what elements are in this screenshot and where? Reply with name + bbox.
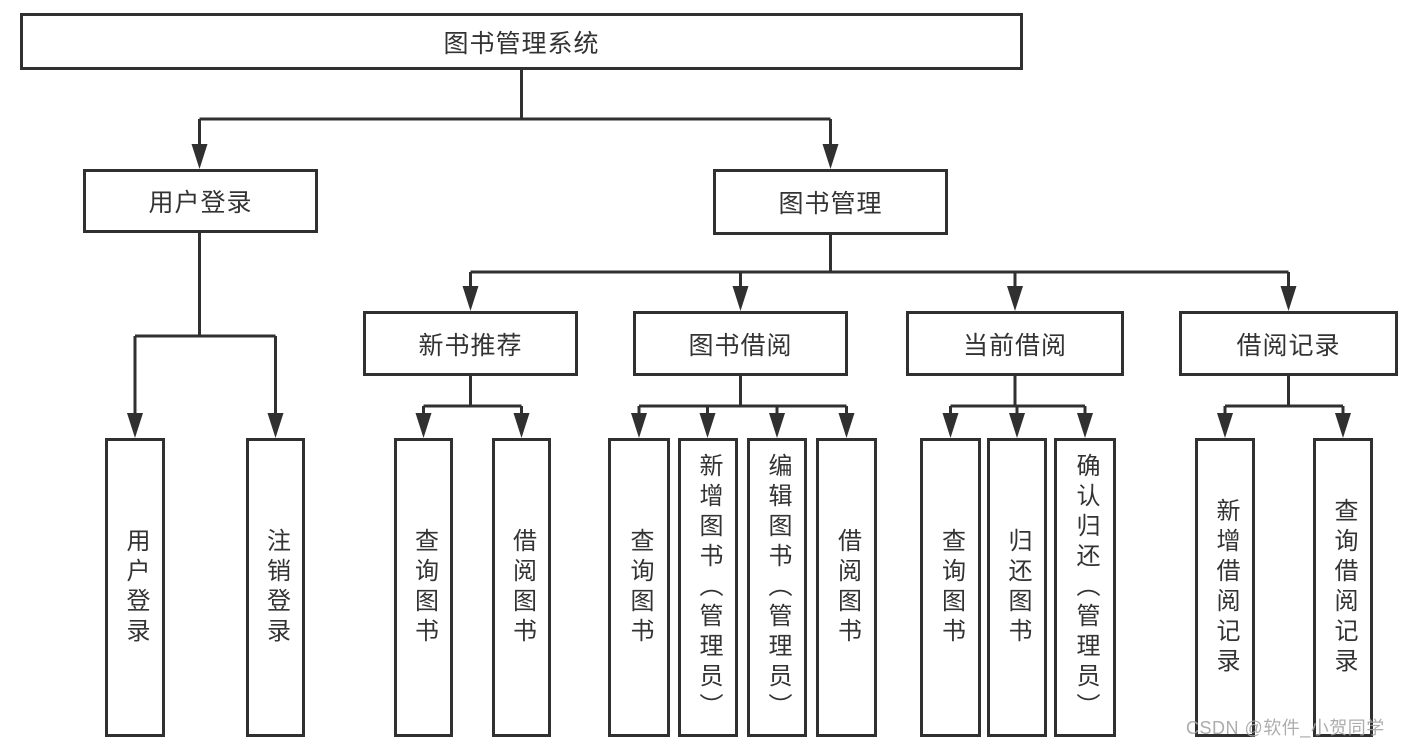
connector-book-management-children — [469, 235, 1290, 288]
arrowhead — [1007, 286, 1023, 311]
arrowheads-new-book-recommend-children — [415, 413, 530, 438]
arrowheads-borrow-records-children — [1217, 413, 1351, 438]
leaf-current-return-books: 归还图书 — [987, 438, 1047, 737]
arrowhead — [822, 144, 839, 169]
connector-current-borrow-children — [949, 376, 1087, 414]
arrowheads-user-login-children — [127, 413, 284, 438]
node-borrow-records: 借阅记录 — [1179, 311, 1398, 376]
leaf-current-confirm-return-admin: 确认归还（管理员） — [1054, 438, 1116, 737]
arrowhead — [1217, 413, 1233, 438]
leaf-borrow-borrow-books: 借阅图书 — [816, 438, 877, 737]
arrowhead — [462, 286, 479, 311]
arrowheads-book-management-children — [462, 286, 1297, 311]
leaf-borrow-edit-books-admin: 编辑图书（管理员） — [747, 438, 807, 737]
arrowhead — [415, 413, 432, 438]
leaf-logout-login: 注销登录 — [246, 438, 305, 737]
node-book-management: 图书管理 — [713, 169, 948, 235]
leaf-borrow-add-books-admin: 新增图书（管理员） — [678, 438, 738, 737]
node-library-management-system: 图书管理系统 — [20, 13, 1023, 70]
arrowhead — [127, 413, 143, 438]
arrowhead — [1280, 286, 1297, 311]
leaf-newrec-borrow-books: 借阅图书 — [492, 438, 551, 737]
arrowhead — [1335, 413, 1351, 438]
leaf-newrec-query-books: 查询图书 — [394, 438, 453, 737]
node-current-borrow: 当前借阅 — [906, 311, 1124, 376]
leaf-user-login: 用户登录 — [105, 438, 165, 737]
node-new-book-recommend: 新书推荐 — [363, 311, 578, 376]
node-book-borrow: 图书借阅 — [633, 311, 848, 376]
leaf-records-query-record: 查询借阅记录 — [1313, 438, 1373, 737]
connector-user-login-children — [133, 233, 277, 415]
arrowhead — [838, 413, 855, 438]
node-user-login: 用户登录 — [83, 169, 318, 233]
arrowhead — [513, 413, 530, 438]
arrowhead — [942, 413, 959, 438]
leaf-records-add-record: 新增借阅记录 — [1195, 438, 1255, 737]
arrowhead — [631, 413, 647, 438]
arrowhead — [267, 413, 284, 438]
arrowhead — [191, 144, 208, 169]
watermark: CSDN @软件_小贺同学 — [1186, 718, 1385, 738]
arrowhead — [769, 413, 785, 438]
connector-book-borrow-children — [637, 376, 848, 414]
leaf-borrow-query-books: 查询图书 — [608, 438, 670, 737]
leaf-current-query-books: 查询图书 — [920, 438, 981, 737]
arrowheads-root-branches — [191, 144, 839, 169]
arrowhead — [1009, 413, 1025, 438]
arrowheads-current-borrow-children — [942, 413, 1093, 438]
connector-new-book-recommend-children — [422, 376, 523, 414]
arrowheads-book-borrow-children — [631, 413, 855, 438]
arrowhead — [699, 413, 716, 438]
arrowhead — [732, 286, 749, 311]
arrowhead — [1077, 413, 1093, 438]
connector-borrow-records-children — [1223, 376, 1345, 414]
connector-root-branches — [198, 70, 832, 146]
